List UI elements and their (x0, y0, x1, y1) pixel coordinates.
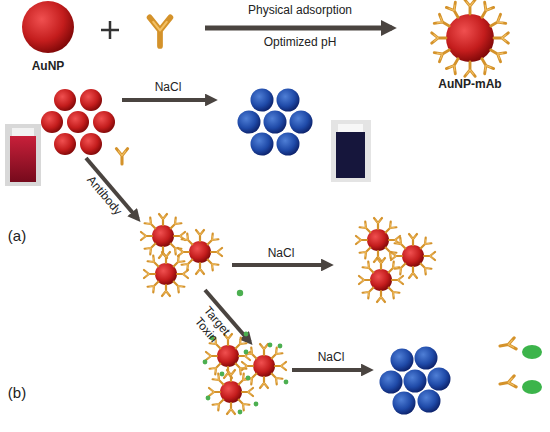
antibody-symbol (150, 17, 171, 46)
functionalized-nanoparticles (141, 214, 222, 296)
annotation-label: NaCl (301, 351, 361, 365)
annotation-label: NaCl (251, 247, 311, 261)
antibody-symbol (446, 56, 462, 74)
antibody-symbol (465, 0, 475, 14)
red-nanoparticles (41, 89, 115, 155)
nacl-arrow (232, 263, 330, 267)
nanoparticle-node: AuNP-mAb (420, 0, 520, 94)
blue-cuvette-photo (331, 120, 371, 182)
node-label: AuNP-mAb (420, 78, 520, 92)
blue-nanoparticles (238, 89, 313, 156)
toxin-dot (237, 290, 243, 296)
aggregated-nanoparticles (380, 347, 451, 415)
nacl-arrow (292, 368, 370, 372)
antibody-toxin-complexes (499, 338, 542, 394)
gold-sphere (446, 14, 494, 62)
antibody-symbol (488, 45, 506, 61)
antibody-symbol (465, 62, 475, 76)
antibody-symbol (477, 2, 493, 20)
stable-functionalized-nanoparticles (356, 218, 435, 302)
reaction-arrow (205, 26, 392, 31)
antibody-symbol (434, 14, 452, 30)
annotation-label: Antibody (76, 165, 132, 227)
annotation-label: NaCl (138, 81, 198, 95)
plus-symbol (101, 21, 119, 39)
antibody-symbol (434, 45, 452, 61)
node-label: AuNP (14, 60, 82, 74)
antibody-symbol (494, 33, 508, 43)
antibody-symbol (116, 149, 127, 164)
antibody-symbol (432, 33, 446, 43)
antibody-symbol (446, 2, 462, 20)
nacl-arrow (122, 98, 214, 102)
antibody-symbol (477, 56, 493, 74)
red-cuvette-photo (5, 124, 41, 186)
nanoparticle-node: AuNP (14, 0, 82, 80)
annotation-label: (b) (2, 384, 32, 401)
antibody-symbol (488, 14, 506, 30)
annotation-label: Physical adsorption (215, 4, 385, 18)
annotation-label: Optimized pH (230, 36, 370, 50)
annotation-label: (a) (2, 227, 32, 244)
gold-sphere (22, 1, 74, 53)
